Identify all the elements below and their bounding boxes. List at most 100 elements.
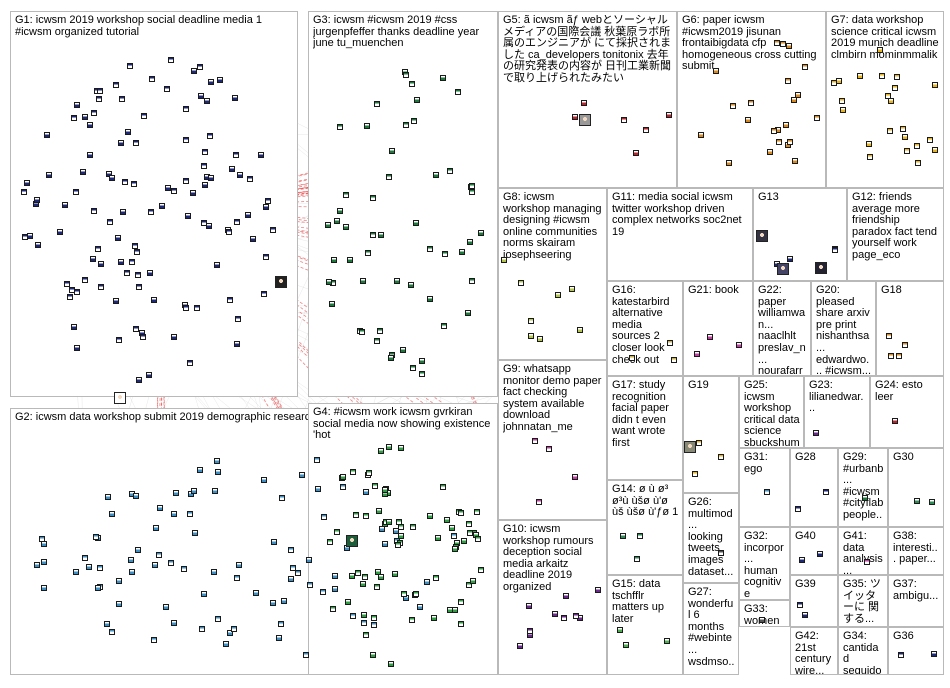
vertex-g3[interactable] [469, 278, 476, 284]
vertex-g4[interactable] [376, 508, 383, 515]
vertex-g1[interactable] [196, 64, 203, 71]
vertex-g1[interactable] [190, 189, 197, 196]
vertex-g2[interactable] [191, 530, 198, 537]
vertex-g39[interactable] [797, 602, 804, 609]
vertex-g2[interactable] [116, 578, 123, 585]
vertex-g3[interactable] [336, 123, 343, 130]
vertex-g2[interactable] [277, 621, 284, 628]
vertex-g6[interactable] [730, 103, 737, 110]
vertex-g2[interactable] [128, 569, 135, 576]
vertex-g2[interactable] [294, 570, 301, 577]
vertex-g2[interactable] [41, 540, 48, 547]
vertex-g15[interactable] [664, 637, 671, 644]
vertex-g3[interactable] [410, 364, 417, 371]
vertex-g3[interactable] [394, 278, 401, 285]
vertex-g9[interactable] [532, 437, 539, 444]
vertex-g2[interactable] [261, 477, 268, 483]
vertex-g2[interactable] [350, 613, 357, 620]
vertex-g2[interactable] [363, 489, 370, 496]
vertex-g1[interactable] [233, 341, 240, 347]
vertex-g6[interactable] [745, 116, 752, 123]
vertex-g3[interactable] [409, 80, 416, 87]
vertex-g6[interactable] [712, 67, 719, 74]
vertex-g1[interactable] [263, 253, 269, 260]
vertex-g7[interactable] [913, 142, 920, 149]
vertex-g1[interactable] [27, 232, 34, 239]
vertex-g1[interactable] [146, 371, 153, 378]
vertex-g2[interactable] [105, 494, 112, 501]
vertex-g1[interactable] [150, 297, 157, 304]
avatar-vertex[interactable] [114, 392, 126, 404]
vertex-g4[interactable] [395, 542, 402, 549]
vertex-g28[interactable] [794, 506, 801, 513]
avatar-vertex[interactable] [815, 262, 827, 274]
vertex-g10[interactable] [563, 592, 570, 599]
vertex-g1[interactable] [44, 132, 51, 139]
vertex-g3[interactable] [412, 220, 419, 227]
vertex-g4[interactable] [381, 486, 388, 493]
vertex-g2[interactable] [40, 585, 47, 592]
vertex-g1[interactable] [213, 262, 220, 269]
vertex-g2[interactable] [109, 629, 116, 636]
vertex-g15[interactable] [616, 627, 623, 634]
vertex-g2[interactable] [450, 533, 457, 540]
vertex-g7[interactable] [866, 140, 873, 147]
vertex-g1[interactable] [113, 81, 120, 88]
vertex-g1[interactable] [133, 139, 140, 146]
vertex-g1[interactable] [74, 101, 81, 108]
vertex-g4[interactable] [470, 578, 477, 585]
vertex-g1[interactable] [171, 188, 178, 195]
vertex-g4[interactable] [466, 530, 473, 537]
vertex-g2[interactable] [214, 615, 221, 622]
vertex-g1[interactable] [57, 228, 64, 235]
vertex-g3[interactable] [468, 183, 475, 190]
vertex-g2[interactable] [222, 640, 229, 647]
vertex-g4[interactable] [361, 611, 368, 618]
vertex-g1[interactable] [126, 63, 133, 70]
vertex-g4[interactable] [374, 583, 381, 590]
vertex-g1[interactable] [98, 261, 105, 268]
vertex-g7[interactable] [856, 72, 863, 79]
vertex-g2[interactable] [331, 573, 338, 580]
vertex-g3[interactable] [478, 229, 485, 236]
vertex-g1[interactable] [33, 196, 40, 203]
vertex-g1[interactable] [71, 114, 78, 121]
vertex-g8[interactable] [528, 332, 535, 339]
vertex-g10[interactable] [560, 615, 567, 622]
vertex-g2[interactable] [361, 620, 367, 627]
vertex-g40[interactable] [798, 557, 805, 564]
vertex-g4[interactable] [410, 524, 417, 531]
vertex-g4[interactable] [392, 570, 399, 577]
vertex-g2[interactable] [108, 510, 115, 517]
vertex-g28[interactable] [823, 489, 830, 496]
vertex-g1[interactable] [246, 176, 253, 183]
vertex-g1[interactable] [217, 77, 224, 84]
vertex-g2[interactable] [393, 527, 400, 534]
vertex-g4[interactable] [349, 572, 356, 579]
vertex-g2[interactable] [288, 546, 295, 553]
vertex-g3[interactable] [426, 296, 433, 303]
vertex-g9[interactable] [536, 498, 543, 505]
vertex-g8[interactable] [576, 326, 583, 333]
vertex-g8[interactable] [517, 280, 524, 287]
vertex-g18[interactable] [887, 352, 894, 359]
vertex-g3[interactable] [389, 147, 396, 154]
vertex-g21[interactable] [706, 333, 713, 340]
vertex-g1[interactable] [81, 114, 88, 121]
vertex-g1[interactable] [163, 85, 170, 92]
vertex-g39[interactable] [802, 611, 809, 618]
vertex-g1[interactable] [171, 333, 178, 340]
vertex-g4[interactable] [474, 535, 481, 542]
vertex-g14[interactable] [636, 532, 643, 539]
vertex-g1[interactable] [70, 324, 77, 331]
vertex-g14[interactable] [634, 555, 641, 562]
vertex-g6[interactable] [697, 132, 704, 139]
avatar-vertex[interactable] [777, 263, 789, 275]
vertex-g21[interactable] [693, 350, 700, 357]
vertex-g4[interactable] [362, 513, 369, 520]
vertex-g4[interactable] [398, 532, 405, 539]
vertex-g3[interactable] [433, 172, 440, 179]
vertex-g7[interactable] [838, 97, 845, 104]
vertex-g2[interactable] [95, 584, 102, 591]
vertex-g4[interactable] [350, 469, 357, 476]
